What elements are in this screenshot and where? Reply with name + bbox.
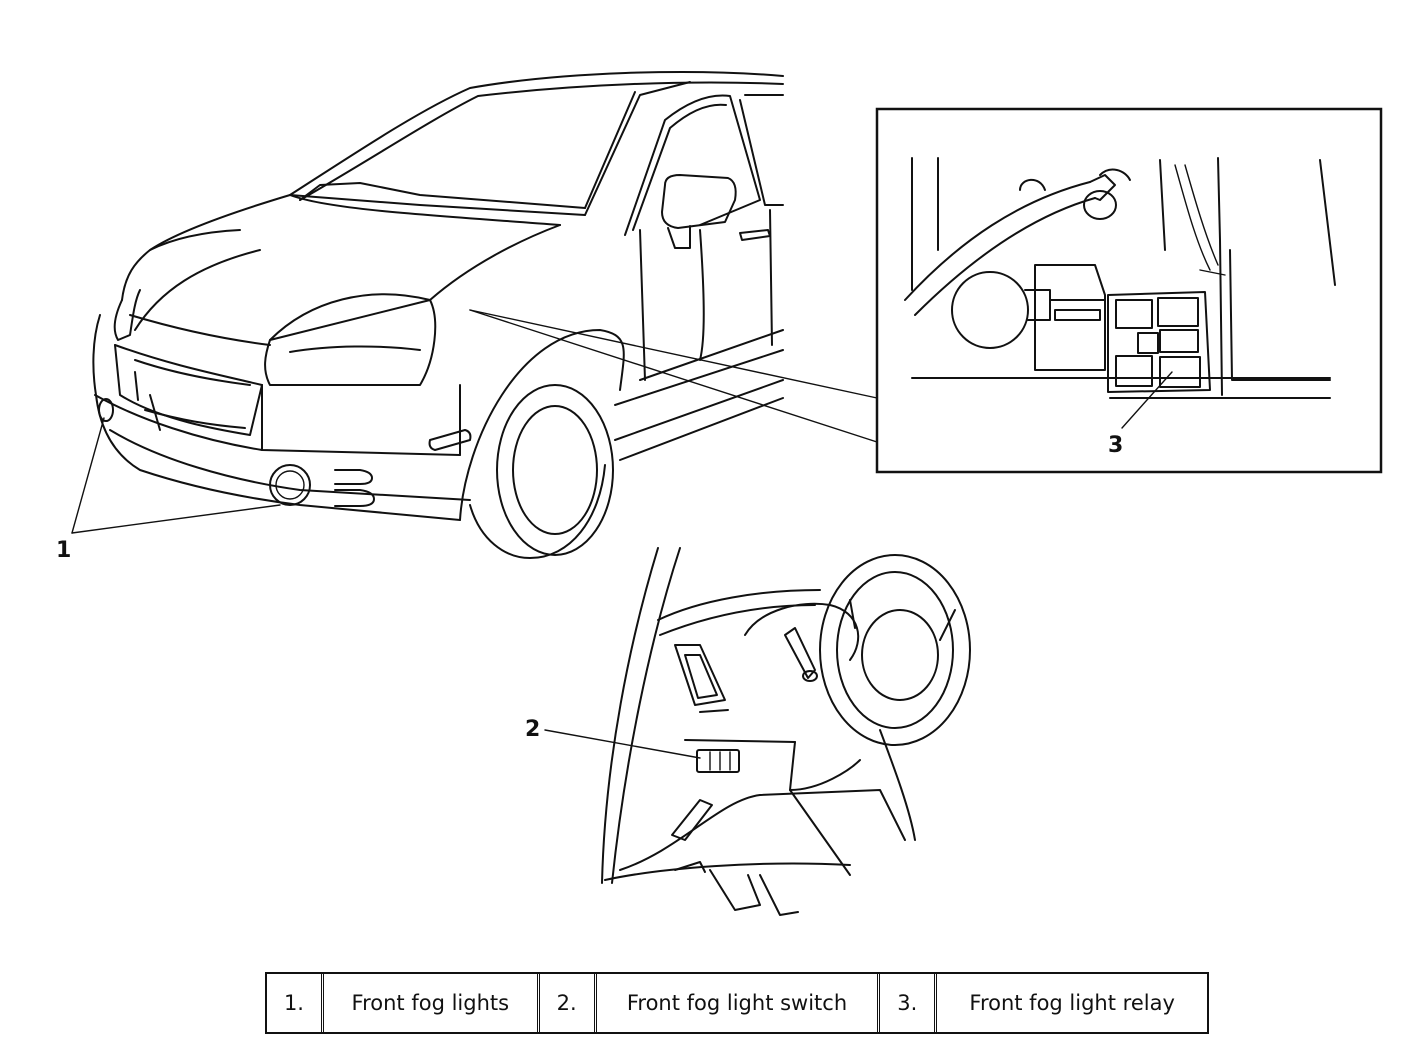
legend-text-1: Front fog lights bbox=[324, 974, 540, 1032]
legend-text-3: Front fog light relay bbox=[969, 991, 1175, 1015]
legend-text-2: Front fog light switch bbox=[597, 974, 881, 1032]
callout-3-leader bbox=[1121, 371, 1173, 429]
legend-table: 1. Front fog lights 2. Front fog light s… bbox=[265, 972, 1209, 1034]
callout-2-leader bbox=[544, 729, 701, 759]
vehicle-illustration bbox=[92, 71, 784, 559]
callout-1-leaders bbox=[71, 417, 281, 534]
callout-1: 1 bbox=[56, 538, 71, 563]
callout-3: 3 bbox=[1108, 433, 1123, 458]
magnifier-lines bbox=[469, 309, 878, 443]
legend-number-2: 2. bbox=[540, 974, 597, 1032]
callout-2: 2 bbox=[525, 717, 540, 742]
relay-box-inset bbox=[875, 107, 1383, 474]
legend-number-3: 3. bbox=[880, 974, 938, 1032]
legend-number-1: 1. bbox=[267, 974, 324, 1032]
dashboard-illustration bbox=[601, 547, 971, 916]
